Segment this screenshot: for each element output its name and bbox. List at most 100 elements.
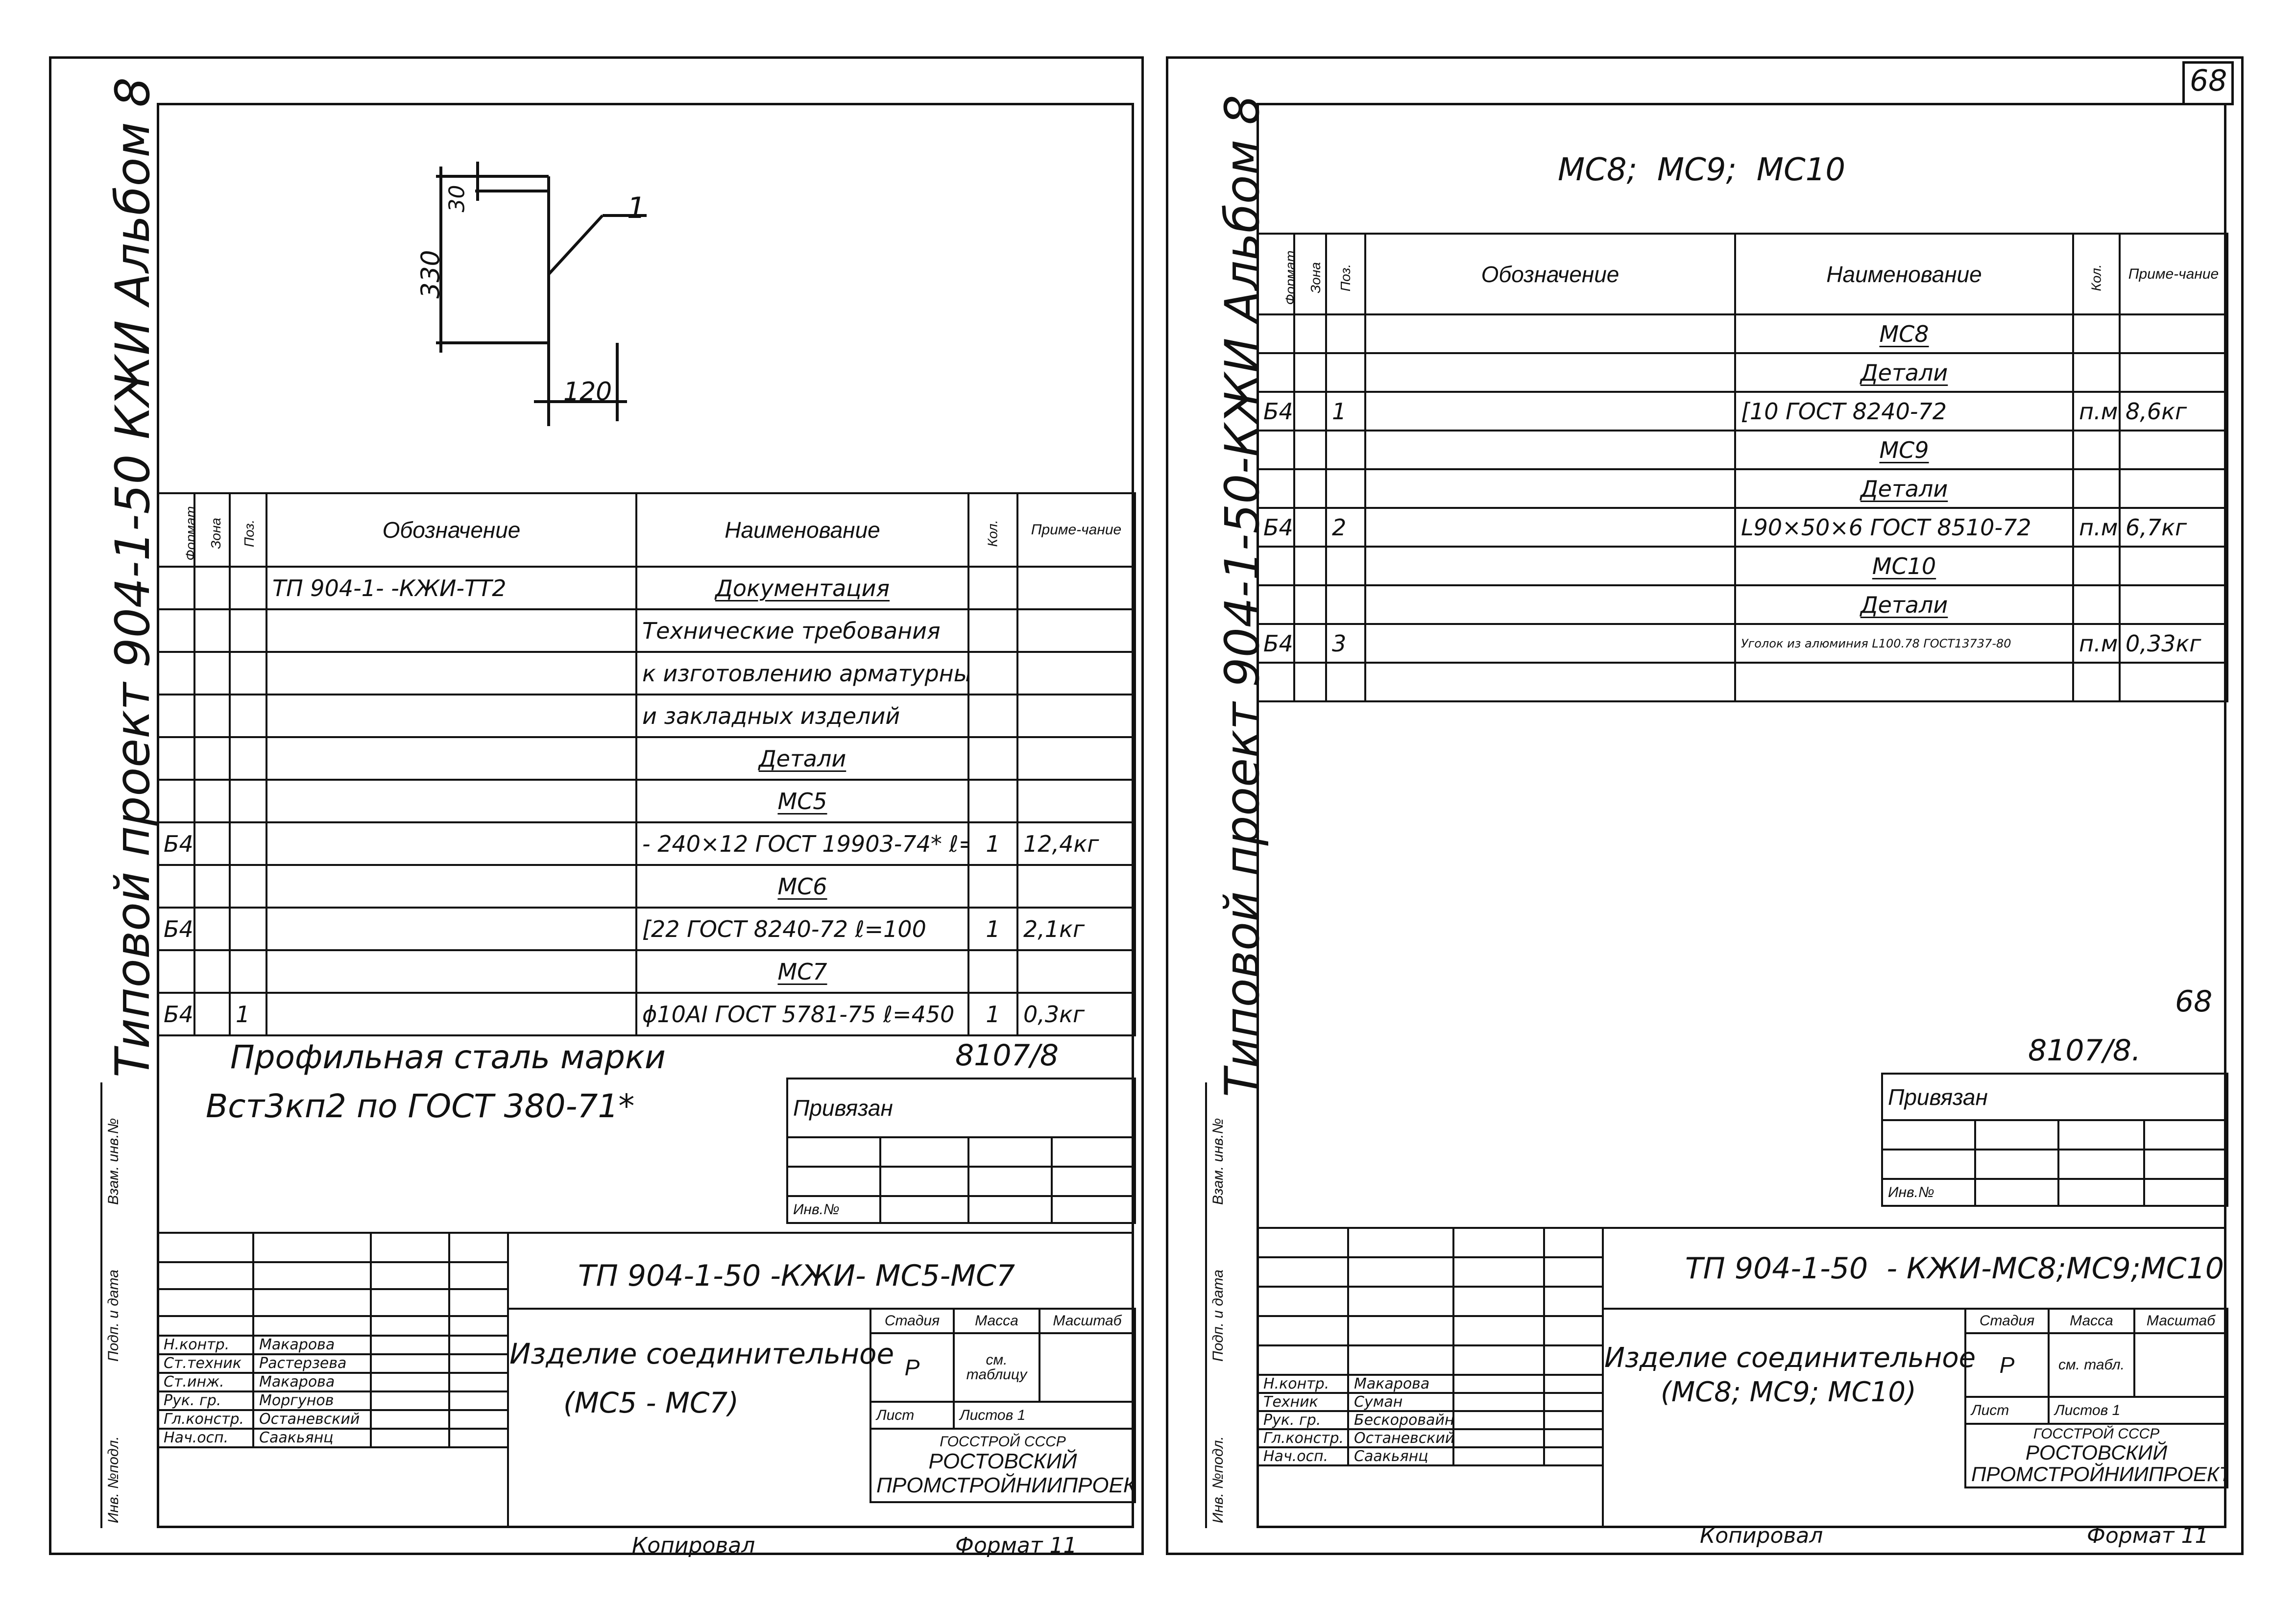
material-note-1: Профильная сталь марки (230, 1038, 666, 1076)
material-note-2: Вст3кп2 по ГОСТ 380-71* (206, 1087, 635, 1125)
left-titleblock-top (157, 1232, 1134, 1234)
right-ref-number: 8107/8. (2028, 1033, 2141, 1068)
right-signer-name: Останевский (1347, 1428, 1454, 1448)
left-row-note (1016, 651, 1136, 695)
left-signer-role: Нач.осп. (157, 1428, 254, 1448)
left-row-pos (229, 779, 267, 823)
right-org1: ГОССТРОЙ СССР (2033, 1426, 2160, 1442)
right-doc-title: Изделие соединительное (1604, 1342, 1976, 1374)
left-row-pos (229, 608, 267, 653)
right-row-note: 6,7кг (2119, 507, 2228, 548)
list-item: Рук. гр.Бескоровайный (1257, 1410, 1604, 1430)
right-row-qty (2072, 313, 2121, 354)
left-signature (370, 1353, 450, 1374)
left-signer-name: Останевский (252, 1409, 372, 1430)
left-row-qty (967, 779, 1018, 823)
right-signature (1452, 1446, 1545, 1466)
left-signature (370, 1335, 450, 1355)
left-row-format (157, 566, 195, 610)
right-row-name: [10 ГОСТ 8240-72 (1734, 391, 2074, 431)
right-stage-label: Стадия (1964, 1308, 2050, 1334)
table-row (1257, 662, 2228, 702)
right-row-note (2119, 313, 2228, 354)
left-row-format: Б4 (157, 821, 195, 866)
right-sheet (1166, 56, 2244, 1555)
left-row-format (157, 736, 195, 781)
right-row-pos: 1 (1325, 391, 1366, 431)
right-row-format: Б4 (1257, 623, 1295, 664)
list-item: Гл.констр.Останевский (1257, 1428, 1604, 1448)
hdr-zone: Зона (208, 518, 223, 549)
left-scale-label: Масштаб (1039, 1308, 1136, 1334)
left-privyazan: Привязан (786, 1078, 1136, 1138)
right-sheet-label: Лист (1964, 1396, 2050, 1425)
right-signer-role: Рук. гр. (1257, 1410, 1349, 1430)
right-row-pos (1325, 662, 1366, 702)
left-signature (370, 1409, 450, 1430)
left-row-designation (266, 608, 637, 653)
right-row-note (2119, 430, 2228, 470)
left-ref-number: 8107/8 (955, 1038, 1059, 1073)
right-scale-label: Масштаб (2133, 1308, 2228, 1334)
right-signature (1452, 1428, 1545, 1448)
right-row-format: Б4 (1257, 507, 1295, 548)
right-stamp: Стадия Масса Масштаб Р см. табл. Лист Ли… (1964, 1308, 2228, 1488)
left-side-label-0: Инв. №подл. (105, 1436, 121, 1523)
right-row-qty: п.м. (2072, 623, 2121, 664)
right-row-qty (2072, 468, 2121, 509)
left-row-format (157, 949, 195, 994)
left-tb-mid (507, 1308, 1134, 1310)
left-row-note (1016, 566, 1136, 610)
right-signer-name: Бескоровайный (1347, 1410, 1454, 1430)
right-row-name: МС9 (1734, 430, 2074, 470)
list-item: Н.контр.Макарова (157, 1335, 509, 1355)
right-row-format: Б4 (1257, 391, 1295, 431)
page-number-box (2182, 61, 2234, 105)
right-row-format (1257, 662, 1295, 702)
left-signer-name: Моргунов (252, 1390, 372, 1411)
right-signer-name: Макарова (1347, 1374, 1454, 1394)
list-item: Рук. гр.Моргунов (157, 1390, 509, 1411)
right-signer-name: Саакьянц (1347, 1446, 1454, 1466)
left-row-name: - 240×12 ГОСТ 19903-74* ℓ=550 (635, 821, 969, 866)
right-row-note (2119, 352, 2228, 393)
left-row-format: Б4 (157, 907, 195, 951)
left-signer-name: Макарова (252, 1372, 372, 1392)
left-row-name: МС7 (635, 949, 969, 994)
left-row-qty (967, 949, 1018, 994)
list-item: Нач.осп.Саакьянц (157, 1428, 509, 1448)
left-row-name: [22 ГОСТ 8240-72 ℓ=100 (635, 907, 969, 951)
left-row-pos (229, 907, 267, 951)
left-mass-label: Масса (953, 1308, 1040, 1334)
r-hdr-format: Формат (1282, 250, 1294, 305)
left-org3: ПРОМСТРОЙНИИПРОЕКТ (876, 1473, 1135, 1497)
left-row-format (157, 608, 195, 653)
dim-30: 30 (444, 185, 470, 213)
left-row-designation (266, 949, 637, 994)
table-row: Детали (1257, 468, 2228, 509)
left-signer-role: Н.контр. (157, 1335, 254, 1355)
right-row-format (1257, 468, 1295, 509)
left-row-name: Детали (635, 736, 969, 781)
right-row-name: Уголок из алюминия L100.78 ГОСТ13737-80 (1734, 623, 2074, 664)
right-row-pos (1325, 584, 1366, 625)
table-row: Б41[10 ГОСТ 8240-72п.м.8,6кг (1257, 391, 2228, 431)
right-row-qty (2072, 546, 2121, 586)
left-row-pos (229, 821, 267, 866)
right-row-pos (1325, 546, 1366, 586)
left-row-qty (967, 566, 1018, 610)
right-inv-no: Инв.№ (1881, 1178, 1976, 1207)
left-spec-table: Формат Зона Поз. Обозначение Наименовани… (157, 492, 1136, 1036)
right-row-note (2119, 468, 2228, 509)
left-row-note (1016, 779, 1136, 823)
left-doc-title: Изделие соединительное (509, 1337, 894, 1370)
right-row-pos: 3 (1325, 623, 1366, 664)
table-row: Детали (157, 736, 1136, 781)
r-hdr-note: Приме-чание (2119, 233, 2228, 315)
left-row-note: 12,4кг (1016, 821, 1136, 866)
left-stamp: Стадия Масса Масштаб Р см. таблицу Лист … (870, 1308, 1136, 1503)
